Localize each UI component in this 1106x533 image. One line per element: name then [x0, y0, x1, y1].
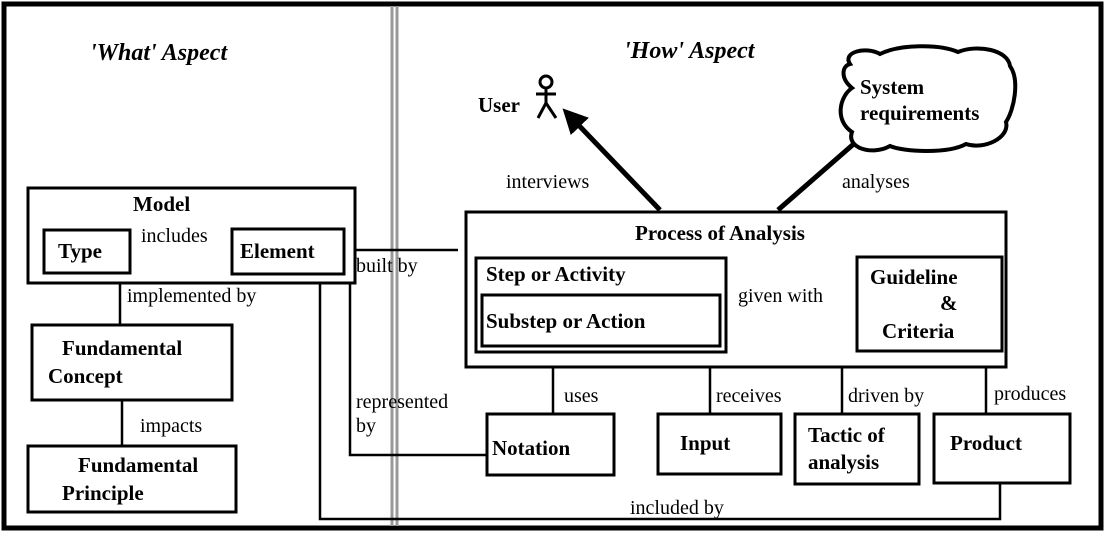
- input-box: [656, 412, 783, 476]
- built-by-label: built by: [356, 255, 418, 277]
- element-box: [230, 227, 346, 276]
- analyses-label: analyses: [842, 171, 910, 193]
- step-or-activity-label: Step or Activity: [486, 262, 626, 286]
- product-label: Product: [950, 431, 1022, 455]
- user-actor-icon: [536, 74, 558, 119]
- implemented-by-label: implemented by: [127, 285, 256, 307]
- interviews-label: interviews: [506, 171, 590, 193]
- fundamental-principle-box: [26, 444, 238, 514]
- aspect-divider: [390, 6, 399, 526]
- driven-by-label: driven by: [848, 385, 924, 407]
- user-label: User: [478, 93, 520, 117]
- guideline-criteria-box: [855, 255, 1004, 353]
- type-box: [42, 228, 132, 275]
- fundamental-concept-box: [30, 323, 234, 402]
- notation-label: Notation: [492, 436, 570, 460]
- input-label: Input: [680, 431, 730, 455]
- uses-label: uses: [564, 385, 599, 407]
- element-label: Element: [240, 239, 315, 263]
- how-aspect-heading: 'How' Aspect: [624, 38, 756, 64]
- represented-by-connector: [348, 258, 487, 457]
- substep-or-action-box: [480, 293, 722, 348]
- model-label: Model: [133, 192, 190, 216]
- impacts-label: impacts: [140, 415, 202, 437]
- included-by-connector: [318, 283, 1002, 521]
- substep-or-action-label: Substep or Action: [486, 309, 646, 333]
- included-by-label: included by: [630, 497, 724, 519]
- notation-box: [485, 412, 616, 477]
- produces-label: produces: [994, 383, 1066, 405]
- system-requirements-cloud: [838, 44, 1018, 153]
- guideline-criteria-label: Guideline&Criteria: [870, 265, 958, 343]
- receives-label: receives: [716, 385, 782, 407]
- interviews-arrow: [562, 108, 662, 212]
- product-box: [932, 412, 1072, 485]
- what-aspect-heading: 'What' Aspect: [90, 40, 228, 66]
- includes-label: includes: [141, 225, 208, 247]
- process-of-analysis-label: Process of Analysis: [635, 221, 805, 245]
- tactic-of-analysis-box: [793, 412, 921, 486]
- given-with-label: given with: [738, 285, 823, 307]
- type-label: Type: [58, 239, 102, 263]
